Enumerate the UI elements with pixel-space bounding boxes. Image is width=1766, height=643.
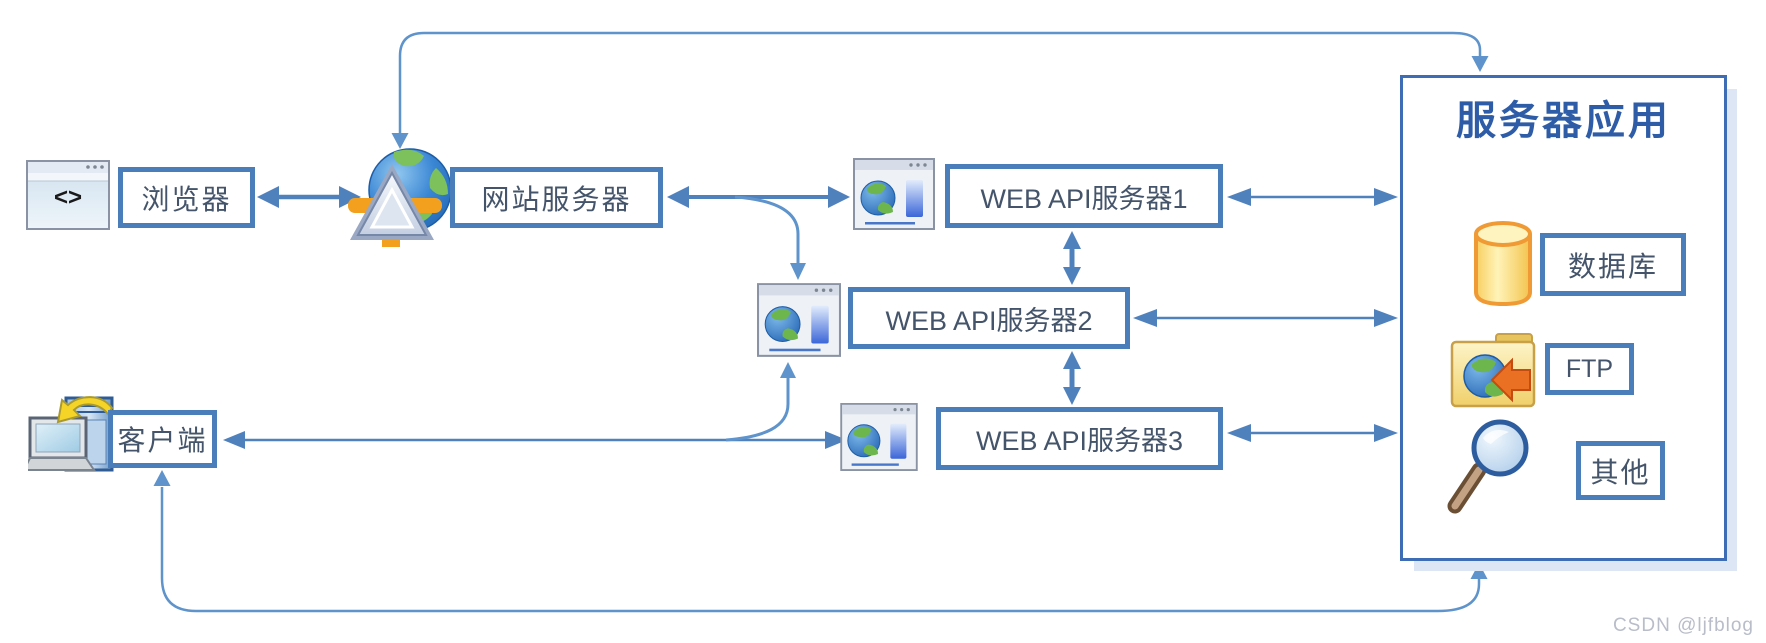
node-client: 客户端 — [108, 410, 217, 468]
server-app-panel — [1400, 75, 1727, 561]
web-page-icon — [757, 282, 841, 358]
panel-item-ftp: FTP — [1545, 343, 1634, 395]
code-browser-window-icon: <> — [26, 160, 110, 230]
panel-item-other: 其他 — [1576, 441, 1665, 500]
connector-apiserver1-apiserver2 — [1063, 231, 1081, 285]
web-page-icon — [853, 158, 935, 230]
watermark: CSDN @ljfblog — [1612, 615, 1754, 636]
node-browser: 浏览器 — [118, 167, 255, 228]
node-web-server-label: 网站服务器 — [481, 184, 632, 216]
connector-bottom-return — [153, 470, 1488, 613]
client-computer-icon — [22, 356, 118, 478]
server-app-panel-title: 服务器应用 — [1456, 98, 1671, 143]
connector-apiserver2-apiserver3 — [1063, 351, 1081, 405]
node-api-server-3: WEB API服务器3 — [936, 407, 1223, 470]
connector-branch-to-apiserver2-down — [734, 195, 806, 280]
connector-webserver-apiserver1 — [667, 186, 850, 208]
web-page-icon — [838, 403, 920, 471]
connector-browser-webserver — [257, 186, 361, 208]
ftp-folder-icon — [1450, 332, 1536, 410]
connector-apiserver2-panel — [1133, 309, 1398, 327]
node-api-server-2-label: WEB API服务器2 — [885, 305, 1093, 336]
connector-client-apiserver3 — [223, 431, 847, 449]
database-icon — [1472, 220, 1534, 308]
magnifier-icon — [1443, 418, 1535, 518]
orange-left-arrow — [1490, 357, 1531, 403]
iis-globe-icon — [342, 138, 454, 248]
laptop-base — [22, 457, 96, 471]
node-api-server-2: WEB API服务器2 — [848, 287, 1130, 349]
panel-item-database-label: 数据库 — [1567, 251, 1658, 283]
node-web-server: 网站服务器 — [450, 167, 663, 228]
panel-item-database: 数据库 — [1540, 233, 1686, 296]
connector-branch-to-apiserver2-up — [725, 362, 796, 442]
node-client-label: 客户端 — [117, 426, 208, 457]
connector-top-return — [391, 31, 1489, 149]
code-glyph: <> — [53, 184, 83, 211]
node-api-server-1: WEB API服务器1 — [945, 164, 1223, 228]
yellow-arrow — [56, 396, 114, 424]
node-browser-label: 浏览器 — [141, 184, 232, 216]
node-api-server-1-label: WEB API服务器1 — [980, 183, 1188, 214]
connector-apiserver1-panel — [1227, 188, 1398, 206]
panel-item-other-label: 其他 — [1590, 457, 1651, 489]
connector-apiserver3-panel — [1227, 424, 1398, 442]
panel-item-ftp-label: FTP — [1565, 354, 1614, 383]
node-api-server-3-label: WEB API服务器3 — [975, 426, 1184, 456]
